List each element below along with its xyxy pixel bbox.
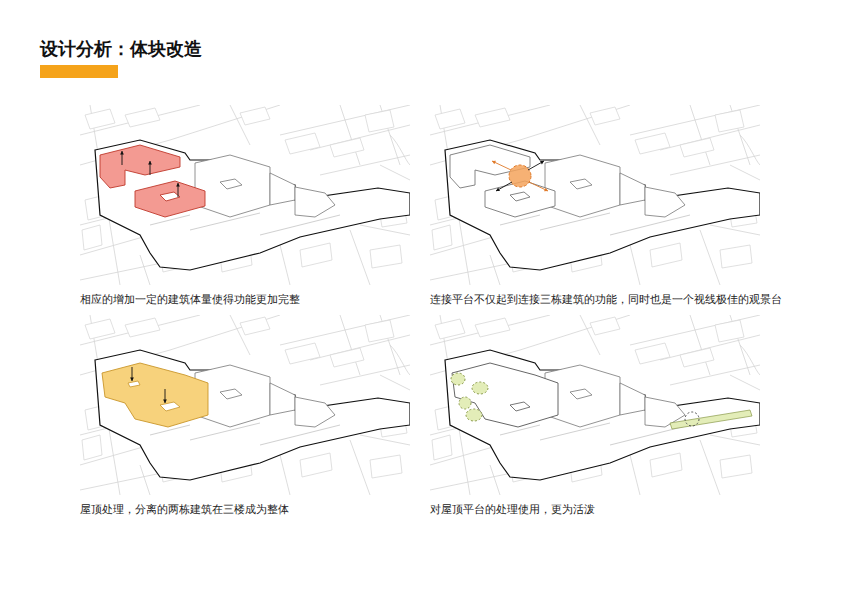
panel-caption: 相应的增加一定的建筑体量使得功能更加完整 <box>80 293 300 307</box>
accent-bar <box>40 65 118 78</box>
massing-illustration <box>430 105 760 285</box>
page-title: 设计分析：体块改造 <box>40 37 202 61</box>
massing-illustration <box>430 315 760 495</box>
panel-caption: 对屋顶平台的处理使用，更为活泼 <box>430 503 595 517</box>
panel-caption: 屋顶处理，分离的两栋建筑在三楼成为整体 <box>80 503 289 517</box>
massing-illustration <box>80 105 410 285</box>
panel-caption: 连接平台不仅起到连接三栋建筑的功能，同时也是一个视线极佳的观景台 <box>430 293 782 307</box>
massing-illustration <box>80 315 410 495</box>
